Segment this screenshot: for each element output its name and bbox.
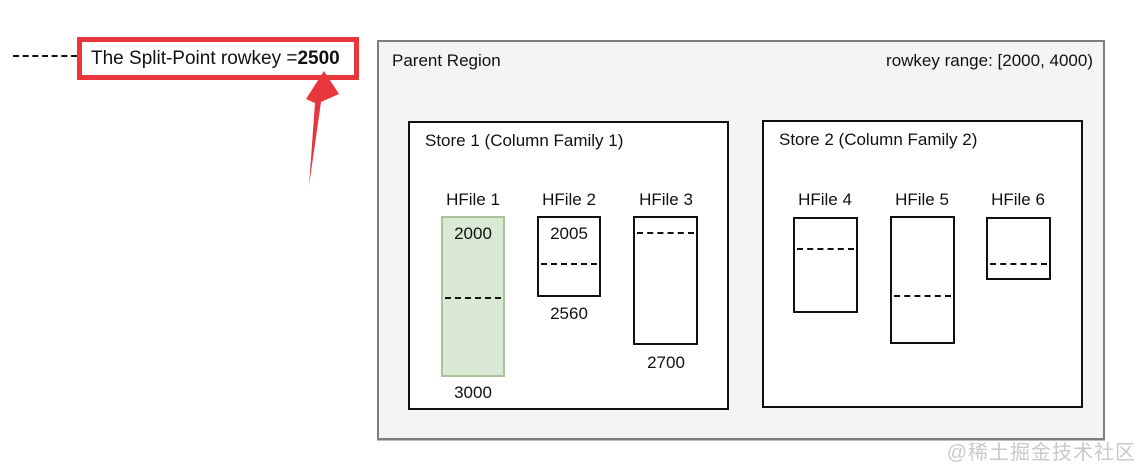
hfile-2-dashed-line [541, 263, 597, 265]
hfile-2-start-rowkey: 2005 [550, 224, 588, 243]
hfile-6-dashed-line [990, 263, 1047, 265]
hfile-4-dashed-line [797, 248, 854, 250]
watermark-text: @稀土掘金技术社区 [946, 442, 1136, 464]
hfile-5-dashed-line [894, 295, 951, 297]
hfile-1-label: HFile 1 [446, 190, 500, 209]
leader-dashed-line [13, 55, 77, 57]
store-2-title: Store 2 (Column Family 2) [779, 130, 978, 149]
rowkey-range-label: rowkey range: [2000, 4000) [886, 51, 1093, 70]
split-point-value: 2500 [297, 47, 340, 69]
hfile-4-label: HFile 4 [798, 190, 852, 209]
split-point-label: The Split-Point rowkey = [91, 47, 298, 69]
hfile-6-box [986, 217, 1051, 280]
hfile-2-label: HFile 2 [542, 190, 596, 209]
store-1-box: Store 1 (Column Family 1) HFile 1 2000 3… [408, 121, 729, 410]
hfile-1-end-rowkey: 3000 [454, 383, 492, 402]
parent-region-box: Parent Region rowkey range: [2000, 4000)… [377, 40, 1105, 440]
split-point-arrow-icon [306, 71, 339, 186]
hfile-1-dashed-line [445, 297, 501, 299]
hfile-5-box [890, 216, 955, 344]
hfile-3-end-rowkey: 2700 [647, 353, 685, 372]
parent-region-title: Parent Region [392, 51, 501, 70]
store-1-title: Store 1 (Column Family 1) [425, 131, 624, 150]
hfile-5-label: HFile 5 [895, 190, 949, 209]
hfile-4-box [793, 217, 858, 313]
hfile-1-box: 2000 [441, 216, 505, 377]
split-point-callout: The Split-Point rowkey = 2500 [77, 37, 359, 80]
hfile-6-label: HFile 6 [991, 190, 1045, 209]
hfile-2-box: 2005 [537, 216, 601, 297]
store-2-box: Store 2 (Column Family 2) HFile 4 HFile … [762, 120, 1083, 408]
hfile-3-box [633, 216, 698, 345]
hfile-2-end-rowkey: 2560 [550, 304, 588, 323]
hfile-3-dashed-line [637, 232, 694, 234]
hfile-1-start-rowkey: 2000 [454, 224, 492, 243]
hfile-3-label: HFile 3 [639, 190, 693, 209]
